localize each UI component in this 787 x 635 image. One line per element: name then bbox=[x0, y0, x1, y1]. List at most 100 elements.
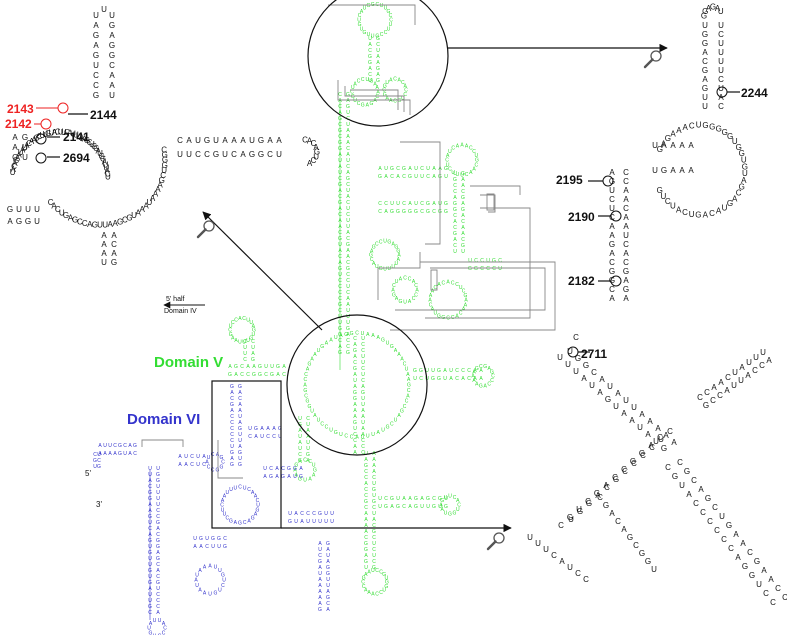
nucleotide-glyph: U bbox=[221, 507, 225, 513]
nucleotide-glyph: U bbox=[732, 368, 738, 377]
nucleotide-glyph: C bbox=[266, 434, 270, 440]
nucleotide-glyph: A bbox=[389, 98, 393, 104]
nucleotide-glyph: C bbox=[575, 569, 581, 578]
nucleotide-glyph: C bbox=[667, 427, 673, 436]
nucleotide-glyph: A bbox=[148, 502, 152, 508]
nucleotide-glyph: C bbox=[358, 13, 362, 19]
nucleotide-glyph: A bbox=[98, 443, 102, 449]
nucleotide-glyph: C bbox=[355, 331, 359, 337]
nucleotide-glyph: G bbox=[396, 248, 400, 254]
nucleotide-glyph: C bbox=[87, 138, 93, 147]
nucleotide-glyph: G bbox=[375, 34, 379, 40]
nucleotide-glyph: G bbox=[211, 536, 215, 542]
nucleotide-glyph: A bbox=[406, 394, 410, 400]
nucleotide-glyph: C bbox=[573, 333, 579, 342]
nucleotide-glyph: C bbox=[156, 592, 160, 598]
nucleotide-glyph: G bbox=[346, 242, 350, 248]
nucleotide-glyph: C bbox=[338, 254, 342, 260]
nucleotide-glyph: U bbox=[310, 409, 314, 415]
nucleotide-glyph: A bbox=[766, 356, 772, 365]
nucleotide-glyph: C bbox=[346, 212, 350, 218]
nucleotide-glyph: A bbox=[306, 428, 310, 434]
nucleotide-glyph: G bbox=[609, 240, 615, 249]
nucleotide-glyph: C bbox=[346, 236, 350, 242]
nucleotide-glyph: G bbox=[350, 331, 354, 337]
nucleotide-glyph: C bbox=[657, 433, 663, 442]
nucleotide-glyph: C bbox=[480, 266, 484, 272]
nucleotide-glyph: A bbox=[199, 544, 203, 550]
nucleotide-glyph: G bbox=[159, 176, 165, 185]
nucleotide-glyph: C bbox=[156, 598, 160, 604]
nucleotide-glyph: U bbox=[372, 493, 376, 499]
nucleotide-glyph: U bbox=[389, 22, 393, 28]
nucleotide-glyph: G bbox=[63, 211, 69, 220]
nucleotide-glyph: U bbox=[732, 137, 738, 146]
nucleotide-glyph: A bbox=[156, 610, 160, 616]
nucleotide-glyph: A bbox=[475, 382, 479, 388]
nucleotide-glyph: C bbox=[375, 592, 379, 598]
nucleotide-glyph: G bbox=[338, 350, 342, 356]
nucleotide-glyph: A bbox=[716, 207, 722, 216]
nucleotide-glyph: G bbox=[364, 541, 368, 547]
nucleotide-glyph: A bbox=[461, 183, 465, 189]
nucleotide-glyph: A bbox=[306, 434, 310, 440]
domain-vi-connector-lines bbox=[141, 439, 243, 479]
nucleotide-glyph: A bbox=[326, 547, 330, 553]
nucleotide-glyph: G bbox=[346, 92, 350, 98]
nucleotide-glyph: A bbox=[318, 541, 322, 547]
nucleotide-glyph: C bbox=[372, 559, 376, 565]
nucleotide-glyph: G bbox=[156, 556, 160, 562]
nucleotide-glyph: A bbox=[461, 231, 465, 237]
nucleotide-glyph: A bbox=[581, 374, 587, 383]
nucleotide-glyph: A bbox=[353, 384, 357, 390]
nucleotide-glyph: A bbox=[488, 366, 492, 372]
nucleotide-glyph: G bbox=[97, 464, 101, 470]
nucleotide-glyph: U bbox=[364, 565, 368, 571]
nucleotide-glyph: A bbox=[406, 372, 410, 378]
nucleotide-glyph: G bbox=[148, 580, 152, 586]
nucleotide-glyph: A bbox=[621, 409, 627, 418]
nucleotide-glyph: A bbox=[11, 165, 17, 174]
nucleotide-glyph: C bbox=[451, 280, 455, 286]
nucleotide-glyph: G bbox=[298, 458, 302, 464]
nucleotide-glyph: A bbox=[661, 139, 667, 148]
nucleotide-glyph: U bbox=[156, 484, 160, 490]
nucleotide-glyph: U bbox=[346, 308, 350, 314]
nucleotide-glyph: A bbox=[609, 168, 615, 177]
nucleotide-glyph: A bbox=[15, 153, 21, 162]
nucleotide-glyph: U bbox=[468, 258, 472, 264]
nucleotide-glyph: C bbox=[230, 432, 234, 438]
nucleotide-glyph: A bbox=[140, 205, 146, 214]
nucleotide-glyph: C bbox=[702, 57, 708, 66]
nucleotide-glyph: A bbox=[655, 424, 661, 433]
nucleotide-glyph: A bbox=[208, 564, 212, 570]
nucleotide-glyph: C bbox=[752, 366, 758, 375]
nucleotide-glyph: A bbox=[386, 95, 390, 101]
nucleotide-glyph: A bbox=[402, 496, 406, 502]
nucleotide-glyph: G bbox=[586, 499, 592, 508]
nucleotide-glyph: A bbox=[623, 294, 629, 303]
nucleotide-glyph: G bbox=[84, 136, 90, 145]
nucleotide-glyph: C bbox=[364, 487, 368, 493]
nucleotide-glyph: U bbox=[438, 504, 442, 510]
nucleotide-glyph: G bbox=[364, 559, 368, 565]
nucleotide-glyph: G bbox=[217, 536, 221, 542]
nucleotide-glyph: C bbox=[361, 450, 365, 456]
nucleotide-glyph: A bbox=[353, 354, 357, 360]
nucleotide-glyph: U bbox=[22, 153, 28, 162]
nucleotide-glyph: G bbox=[308, 404, 312, 410]
nucleotide-glyph: C bbox=[246, 372, 250, 378]
nucleotide-glyph: C bbox=[718, 30, 724, 39]
nucleotide-glyph: U bbox=[288, 511, 292, 517]
nucleotide-glyph: C bbox=[12, 153, 18, 162]
nucleotide-glyph: A bbox=[313, 352, 317, 358]
nucleotide-glyph: C bbox=[338, 134, 342, 140]
nucleotide-glyph: U bbox=[103, 443, 107, 449]
nucleotide-glyph: G bbox=[468, 266, 472, 272]
nucleotide-glyph: G bbox=[93, 458, 97, 464]
nucleotide-glyph: C bbox=[338, 308, 342, 314]
nucleotide-glyph: C bbox=[392, 283, 396, 289]
nucleotide-glyph: U bbox=[346, 314, 350, 320]
nucleotide-glyph: G bbox=[334, 430, 338, 436]
